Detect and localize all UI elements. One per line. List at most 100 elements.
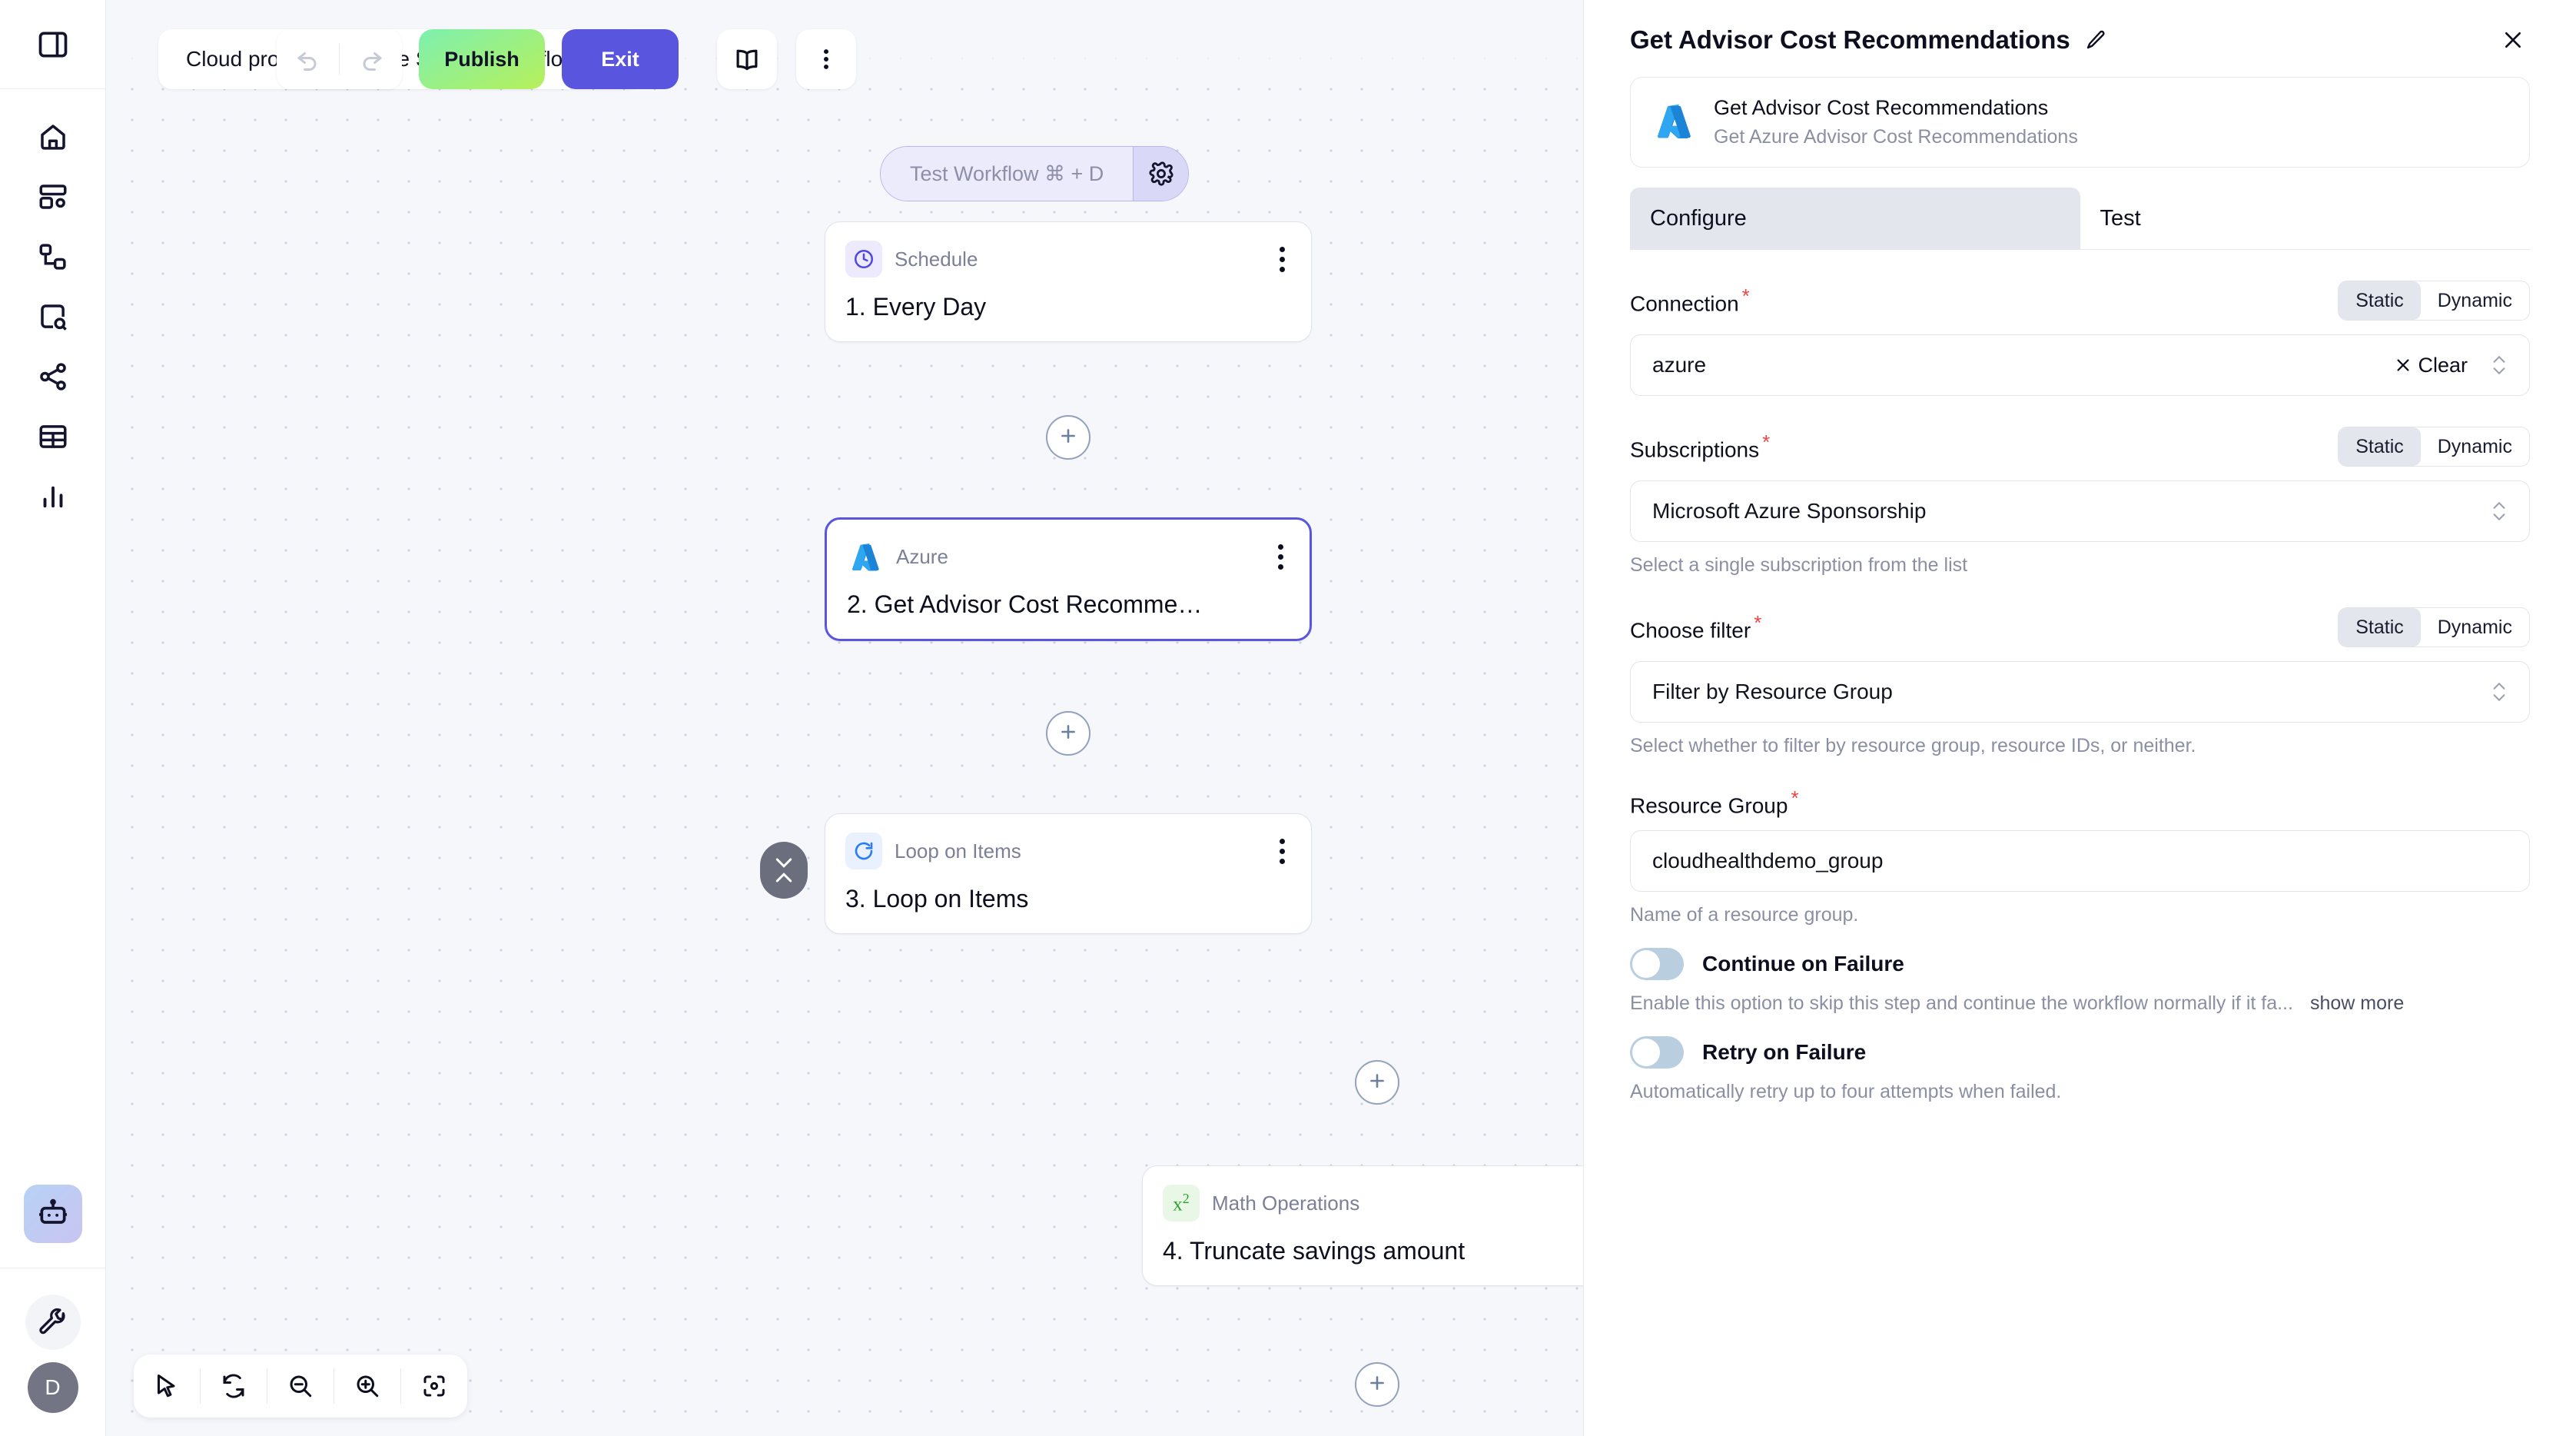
- workflow-node-loop[interactable]: Loop on Items 3. Loop on Items: [825, 813, 1312, 934]
- field-label-text: Connection: [1630, 291, 1739, 316]
- add-step-button-1[interactable]: [1046, 415, 1090, 460]
- chevron-up-icon: [775, 873, 792, 883]
- azure-icon: [1654, 101, 1694, 145]
- tab-configure[interactable]: Configure: [1630, 188, 2080, 249]
- docs-button[interactable]: [717, 29, 777, 89]
- home-icon: [40, 125, 65, 150]
- retry-on-failure-toggle[interactable]: [1630, 1036, 1684, 1069]
- choose-filter-select[interactable]: Filter by Resource Group: [1630, 661, 2530, 723]
- field-label: Subscriptions*: [1630, 430, 1770, 462]
- workflow-node-schedule[interactable]: Schedule 1. Every Day: [825, 221, 1312, 342]
- chevron-up-icon: [2493, 501, 2505, 509]
- choose-filter-stepper[interactable]: [2491, 681, 2508, 703]
- field-label: Resource Group*: [1630, 786, 1799, 818]
- resource-group-input[interactable]: cloudhealthdemo_group: [1630, 830, 2530, 893]
- sidebar-item-integrations[interactable]: [22, 347, 85, 406]
- field-header: Resource Group*: [1630, 786, 2530, 818]
- workflow-node-azure[interactable]: Azure 2. Get Advisor Cost Recomme…: [825, 517, 1312, 641]
- field-label-text: Choose filter: [1630, 618, 1751, 643]
- close-icon: [2505, 32, 2521, 48]
- sidebar-item-tables[interactable]: [22, 407, 85, 466]
- sidebar-toggle-button[interactable]: [22, 15, 85, 74]
- exit-button[interactable]: Exit: [562, 29, 679, 89]
- dashboard-settings-icon: [39, 184, 66, 209]
- sidebar-item-dashboards[interactable]: [22, 168, 85, 226]
- tab-test[interactable]: Test: [2100, 205, 2141, 231]
- test-workflow-pill[interactable]: Test Workflow ⌘ + D: [880, 146, 1190, 201]
- add-step-button-2[interactable]: [1046, 711, 1090, 756]
- loop-collapse-button[interactable]: [760, 842, 808, 899]
- share-icon: [39, 363, 66, 391]
- mode-segmented-control: Static Dynamic: [2338, 607, 2530, 647]
- add-step-button-4[interactable]: [1355, 1362, 1399, 1407]
- resource-group-help: Name of a resource group.: [1630, 904, 1859, 926]
- undo-button[interactable]: [277, 45, 339, 73]
- publish-button[interactable]: Publish: [419, 29, 545, 89]
- mode-dynamic-option[interactable]: Dynamic: [2420, 608, 2529, 647]
- continue-on-failure-help: Enable this option to skip this step and…: [1630, 992, 2530, 1015]
- table-icon: [39, 425, 66, 448]
- node-menu-button[interactable]: [1272, 540, 1290, 574]
- sidebar-item-reports[interactable]: [22, 467, 85, 526]
- field-subscriptions: Subscriptions* Static Dynamic Microsoft …: [1630, 425, 2530, 577]
- field-header: Connection* Static Dynamic: [1630, 279, 2530, 322]
- fit-view-button[interactable]: [401, 1355, 467, 1418]
- redo-button[interactable]: [340, 45, 402, 73]
- field-label-text: Subscriptions: [1630, 437, 1760, 462]
- connection-value: azure: [1652, 353, 1707, 377]
- plus-icon: [1370, 1376, 1384, 1390]
- node-type-label: Loop on Items: [895, 839, 1021, 863]
- app-name: Get Advisor Cost Recommendations: [1714, 96, 2049, 119]
- required-marker: *: [1754, 611, 1762, 635]
- show-more-link[interactable]: show more: [2309, 992, 2405, 1015]
- retry-on-failure-label: Retry on Failure: [1702, 1040, 1867, 1065]
- workflow-canvas[interactable]: Cloud providers / Azure Sample workflow: [106, 0, 1583, 1436]
- auto-layout-button[interactable]: [201, 1355, 267, 1418]
- canvas-zoom-toolbar: [134, 1355, 467, 1418]
- rename-step-button[interactable]: [2084, 28, 2107, 52]
- mode-dynamic-option[interactable]: Dynamic: [2420, 427, 2529, 466]
- mode-dynamic-option[interactable]: Dynamic: [2420, 281, 2529, 320]
- subscriptions-stepper[interactable]: [2491, 500, 2508, 522]
- mode-static-option[interactable]: Static: [2339, 427, 2421, 466]
- test-settings-button[interactable]: [1133, 147, 1189, 201]
- required-marker: *: [1791, 786, 1799, 809]
- node-menu-button[interactable]: [1273, 834, 1291, 869]
- book-icon: [736, 49, 758, 71]
- subscriptions-help: Select a single subscription from the li…: [1630, 554, 1968, 576]
- close-panel-button[interactable]: [2496, 23, 2530, 57]
- toolbar-divider: [200, 1368, 201, 1404]
- sidebar-item-workflows[interactable]: [22, 228, 85, 286]
- zoom-out-button[interactable]: [267, 1355, 334, 1418]
- field-label-text: Resource Group: [1630, 793, 1788, 818]
- subscriptions-select[interactable]: Microsoft Azure Sponsorship: [1630, 480, 2530, 542]
- clear-label: Clear: [2418, 353, 2468, 377]
- tools-button[interactable]: [25, 1295, 81, 1350]
- rail-header: [0, 0, 105, 89]
- add-step-button-3[interactable]: [1355, 1060, 1399, 1105]
- node-menu-button[interactable]: [1273, 242, 1291, 277]
- test-workflow-button[interactable]: Test Workflow ⌘ + D: [881, 147, 1134, 201]
- node-header: Schedule: [845, 241, 1291, 278]
- connection-input[interactable]: azure Clear: [1630, 334, 2530, 396]
- mode-static-option[interactable]: Static: [2339, 281, 2421, 320]
- choose-filter-help: Select whether to filter by resource gro…: [1630, 735, 2196, 756]
- field-header: Choose filter* Static Dynamic: [1630, 606, 2530, 649]
- sidebar-item-explore[interactable]: [22, 288, 85, 346]
- assistant-button[interactable]: [23, 1185, 82, 1243]
- select-tool-button[interactable]: [134, 1355, 200, 1418]
- sidebar-item-home[interactable]: [22, 108, 85, 166]
- mode-static-option[interactable]: Static: [2339, 608, 2421, 647]
- user-avatar[interactable]: D: [27, 1362, 78, 1413]
- continue-on-failure-toggle[interactable]: [1630, 948, 1684, 981]
- canvas-more-button[interactable]: [796, 29, 856, 89]
- node-header: Loop on Items: [845, 833, 1291, 869]
- clear-connection-button[interactable]: Clear: [2395, 354, 2468, 377]
- x-squared-icon: x2: [1163, 1185, 1200, 1222]
- continue-on-failure-label: Continue on Failure: [1702, 952, 1904, 976]
- node-title: 3. Loop on Items: [845, 885, 1029, 912]
- connection-stepper[interactable]: [2491, 354, 2508, 376]
- workflow-node-math[interactable]: x2 Math Operations 4. Truncate savings a…: [1142, 1165, 1583, 1286]
- zoom-in-button[interactable]: [334, 1355, 400, 1418]
- resource-group-value: cloudhealthdemo_group: [1652, 849, 1884, 873]
